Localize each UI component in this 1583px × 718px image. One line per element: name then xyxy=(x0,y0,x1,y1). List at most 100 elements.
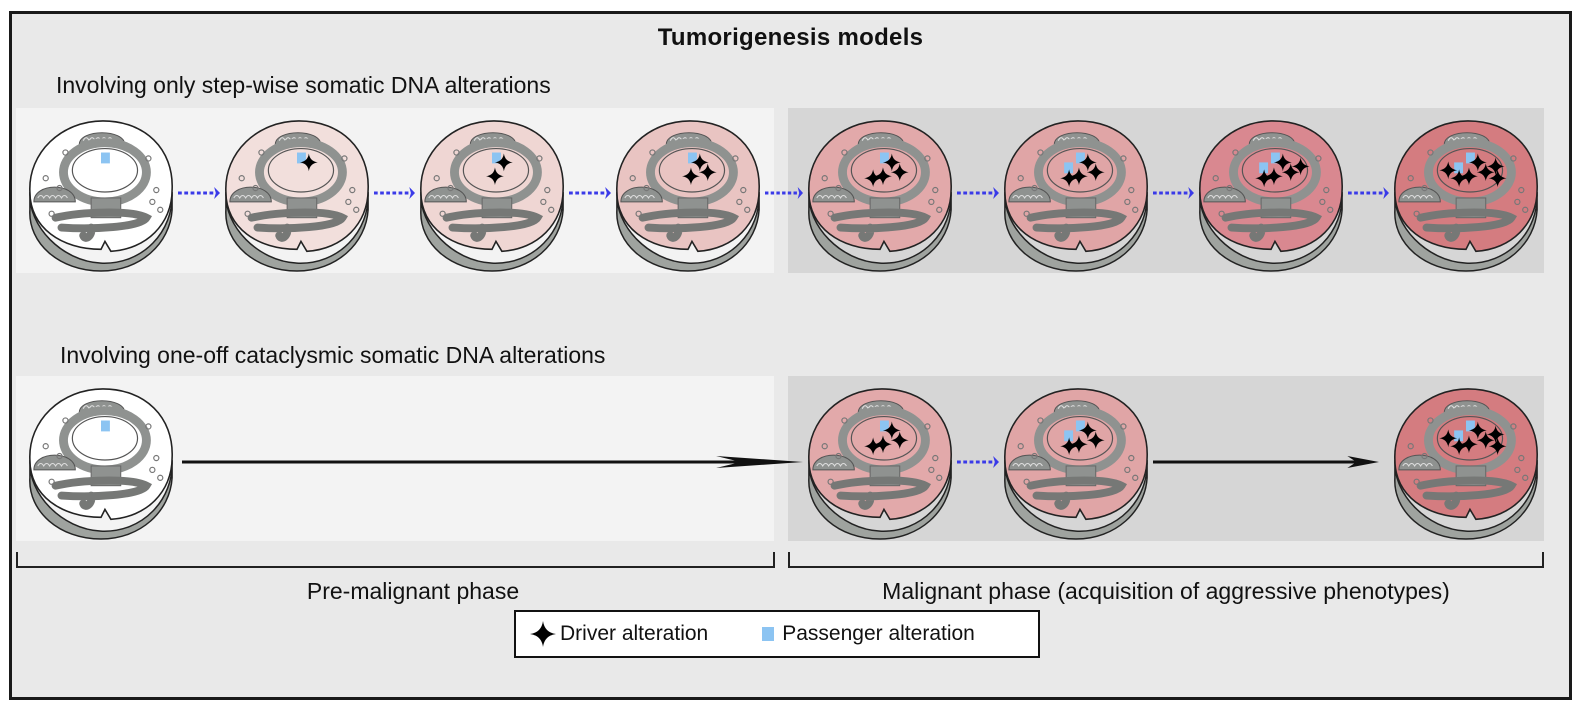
legend-driver-label: Driver alteration xyxy=(560,622,709,645)
driver-alteration-marker xyxy=(1450,169,1468,188)
nucleus xyxy=(850,415,918,461)
driver-alteration-marker xyxy=(1273,153,1292,172)
driver-alteration-marker xyxy=(1460,435,1478,454)
driver-alteration-marker xyxy=(1476,163,1495,182)
figure-title: Tumorigenesis models xyxy=(657,24,924,51)
passenger-alteration-marker xyxy=(1064,162,1074,174)
malignant-phase-label: Malignant phase (acquisition of aggressi… xyxy=(882,578,1450,604)
dashed-arrow xyxy=(1348,186,1389,200)
malignant-bracket xyxy=(788,552,1544,568)
driver-alteration-marker xyxy=(874,167,892,186)
dashed-arrow xyxy=(1153,186,1194,200)
driver-alteration-marker xyxy=(1060,169,1078,188)
driver-alteration-marker xyxy=(1078,421,1097,440)
driver-alteration-marker xyxy=(1486,425,1505,444)
dashed-arrow xyxy=(765,186,803,200)
driver-alteration-marker xyxy=(1450,437,1468,456)
blue-square-icon xyxy=(762,627,775,641)
four-point-star-icon xyxy=(530,621,556,647)
driver-alteration-marker xyxy=(1255,169,1273,188)
premalignant-bracket xyxy=(16,552,775,568)
passenger-alteration-marker xyxy=(880,420,889,432)
driver-alteration-marker xyxy=(698,163,717,182)
passenger-alteration-marker xyxy=(101,152,110,164)
dashed-arrow xyxy=(957,455,999,469)
driver-alteration-marker xyxy=(1281,163,1300,182)
driver-alteration-marker xyxy=(299,153,318,172)
driver-alteration-marker xyxy=(1291,157,1310,176)
driver-alteration-marker xyxy=(1265,167,1283,186)
driver-alteration-marker xyxy=(1439,429,1458,448)
passenger-alteration-marker xyxy=(101,420,110,432)
driver-alteration-marker xyxy=(690,153,709,172)
row-label-cataclysmic: Involving one-off cataclysmic somatic DN… xyxy=(60,342,606,368)
legend-passenger-label: Passenger alteration xyxy=(782,622,975,645)
nucleus xyxy=(1436,415,1504,461)
passenger-alteration-marker xyxy=(880,152,889,164)
driver-alteration-marker xyxy=(1468,421,1487,440)
driver-alteration-marker xyxy=(1488,169,1507,188)
driver-alteration-marker xyxy=(1439,161,1458,180)
driver-alteration-marker xyxy=(874,435,892,454)
cell-stepwise-4 xyxy=(609,114,767,274)
cell-cataclysmic-1 xyxy=(22,382,180,542)
nucleus xyxy=(71,147,139,193)
passenger-alteration-marker xyxy=(688,152,697,164)
driver-alteration-marker xyxy=(882,153,901,172)
dashed-arrow xyxy=(178,186,220,200)
figure-frame: Tumorigenesis models Involving only step… xyxy=(9,11,1572,700)
passenger-alteration-marker xyxy=(1271,152,1280,164)
cell-cataclysmic-2 xyxy=(801,382,959,542)
nucleus xyxy=(658,147,726,193)
driver-alteration-marker xyxy=(1468,153,1487,172)
legend-passenger: Passenger alteration xyxy=(762,622,975,646)
nucleus xyxy=(850,147,918,193)
passenger-alteration-marker xyxy=(1064,430,1074,442)
nucleus xyxy=(1436,147,1504,193)
driver-alteration-marker xyxy=(1070,435,1088,454)
nucleus xyxy=(462,147,530,193)
passenger-alteration-marker xyxy=(1466,420,1475,432)
driver-alteration-marker xyxy=(864,169,882,188)
driver-alteration-marker xyxy=(864,437,882,456)
driver-alteration-marker xyxy=(1086,431,1105,450)
legend-driver: Driver alteration xyxy=(516,621,708,647)
premalignant-phase-label: Pre-malignant phase xyxy=(306,578,520,604)
driver-alteration-marker xyxy=(890,163,909,182)
passenger-alteration-marker xyxy=(297,152,306,164)
passenger-alteration-marker xyxy=(1259,162,1269,174)
cell-stepwise-2 xyxy=(218,114,376,274)
dashed-arrow xyxy=(569,186,611,200)
dashed-arrow xyxy=(374,186,415,200)
cell-stepwise-1 xyxy=(22,114,180,274)
nucleus xyxy=(1046,415,1114,461)
cell-stepwise-7 xyxy=(1192,114,1350,274)
driver-alteration-marker xyxy=(1488,437,1507,456)
cell-cataclysmic-3 xyxy=(997,382,1155,542)
driver-alteration-marker xyxy=(486,167,504,186)
legend: Driver alteration Passenger alteration xyxy=(514,610,1040,658)
cell-stepwise-5 xyxy=(801,114,959,274)
nucleus xyxy=(1046,147,1114,193)
driver-alteration-marker xyxy=(1078,153,1097,172)
nucleus xyxy=(267,147,335,193)
cell-stepwise-6 xyxy=(997,114,1155,274)
nucleus xyxy=(1241,147,1309,193)
solid-arrow xyxy=(182,455,803,469)
passenger-alteration-marker xyxy=(492,152,501,164)
cell-cataclysmic-4 xyxy=(1387,382,1545,542)
cell-stepwise-3 xyxy=(413,114,571,274)
driver-alteration-marker xyxy=(1086,163,1105,182)
passenger-alteration-marker xyxy=(1076,152,1085,164)
driver-alteration-marker xyxy=(494,153,513,172)
driver-alteration-marker xyxy=(882,421,901,440)
solid-arrow xyxy=(1153,455,1379,469)
cell-stepwise-8 xyxy=(1387,114,1545,274)
driver-alteration-marker xyxy=(1060,437,1078,456)
driver-alteration-marker xyxy=(1460,167,1478,186)
driver-alteration-marker xyxy=(1070,167,1088,186)
nucleus xyxy=(71,415,139,461)
driver-alteration-marker xyxy=(890,431,909,450)
driver-alteration-marker xyxy=(682,167,700,186)
driver-alteration-marker xyxy=(1486,157,1505,176)
